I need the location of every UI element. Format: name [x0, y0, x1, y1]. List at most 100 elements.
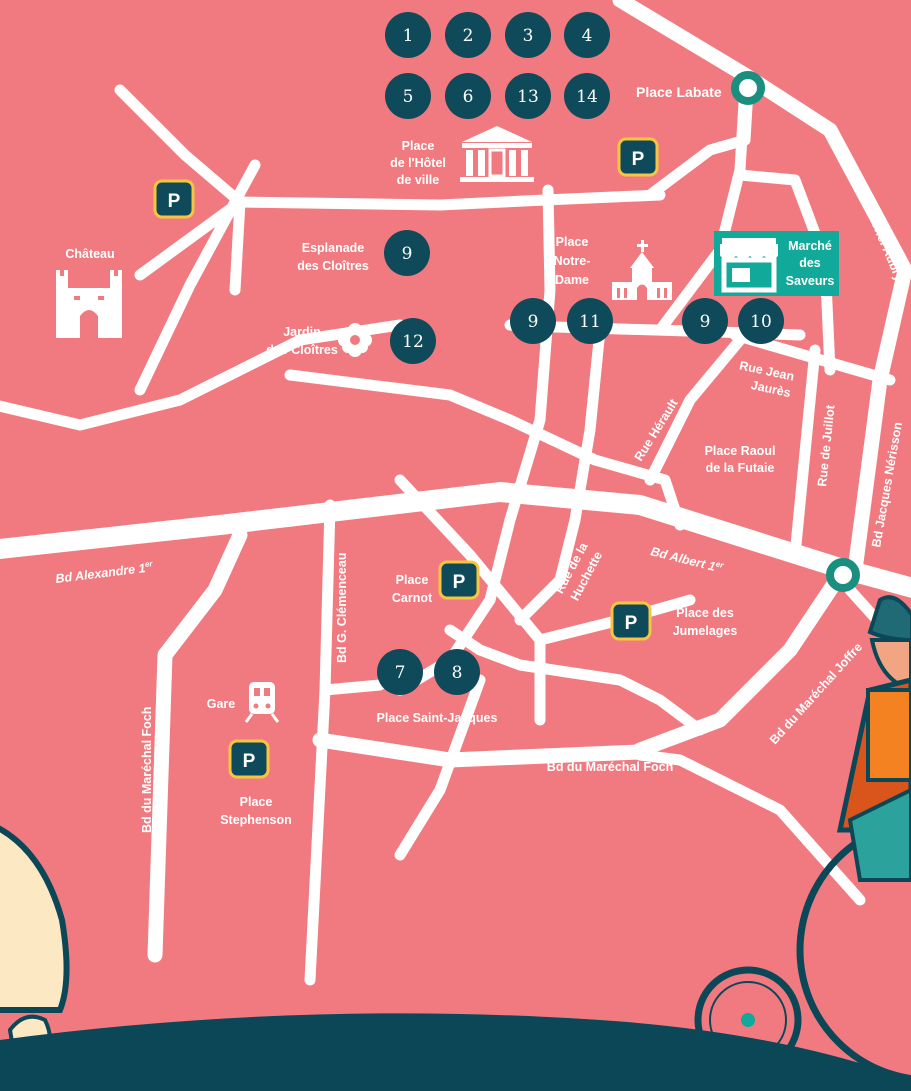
road-juillot: [789, 344, 821, 561]
label-jumelages-line1: Place des: [676, 606, 734, 620]
poi-pin-label-9-esplanade: 9: [402, 244, 413, 264]
road-foch-vertical: [147, 527, 248, 963]
poi-pin-14[interactable]: [564, 73, 610, 119]
castle-icon: [56, 270, 122, 338]
poi-pin-label-11: 11: [579, 312, 601, 332]
label-stephenson-line1: Place: [240, 795, 273, 809]
poi-pin-1[interactable]: [385, 12, 431, 58]
parking-label-jumelages: P: [625, 613, 638, 634]
poi-pin-label-6: 6: [463, 87, 474, 107]
road-south-east: [634, 749, 866, 906]
flower-icon: [338, 323, 372, 357]
pin-grid-hotel-de-ville: 1 2 3 4 5 6 13 14: [385, 12, 610, 119]
label-notre-dame-line1: Place: [556, 235, 589, 249]
parking-label-chateau: P: [168, 191, 181, 212]
label-notre-dame-line3: Dame: [555, 273, 589, 287]
poi-pin-label-7: 7: [395, 663, 406, 683]
street-label-albert-ordinal: er: [715, 559, 725, 570]
poi-pin-label-10: 10: [750, 312, 772, 332]
market-icon: [720, 238, 778, 293]
church-icon: [612, 240, 672, 300]
town-hall-icon: [460, 126, 534, 182]
label-hotel-de-ville-line2: de l'Hôtel: [390, 156, 446, 170]
parking-icon-hotel-de-ville[interactable]: [617, 137, 659, 177]
poi-pin-10[interactable]: [738, 298, 784, 344]
parking-icon-stephenson[interactable]: [228, 739, 270, 779]
label-raoul-line2: de la Futaie: [706, 461, 775, 475]
poi-pin-9-notre-dame[interactable]: [510, 298, 556, 344]
poi-pin-9-esplanade[interactable]: [384, 230, 430, 276]
poi-pin-label-9-marche: 9: [700, 312, 711, 332]
label-esplanade-line1: Esplanade: [302, 241, 365, 255]
poi-pin-2[interactable]: [445, 12, 491, 58]
road-west-diagonal: [134, 159, 261, 396]
poi-pin-13[interactable]: [505, 73, 551, 119]
poi-pin-label-2: 2: [463, 26, 474, 46]
label-hotel-de-ville-line1: Place: [402, 139, 435, 153]
label-gare: Gare: [207, 697, 236, 711]
parking-icon-chateau[interactable]: [153, 179, 195, 219]
poi-pin-3[interactable]: [505, 12, 551, 58]
label-marche-line1: Marché: [788, 239, 832, 253]
poi-pin-label-12: 12: [402, 332, 424, 352]
parking-label-carnot: P: [453, 572, 466, 593]
label-jardin-line1: Jardin: [283, 325, 321, 339]
road-herault: [644, 334, 746, 486]
road-clemenceau-link: [319, 679, 386, 696]
label-raoul-line1: Place Raoul: [705, 444, 776, 458]
poi-pin-9-marche[interactable]: [682, 298, 728, 344]
parking-label-stephenson: P: [243, 751, 256, 772]
parking-icon-jumelages[interactable]: [610, 601, 652, 641]
street-label-alexandre-ordinal: er: [144, 559, 153, 569]
roundabout-icon-labate: [731, 71, 765, 105]
label-stephenson-line2: Stephenson: [220, 813, 292, 827]
label-marche-line3: Saveurs: [786, 274, 835, 288]
cyclist-illustration: [694, 595, 911, 1083]
poi-pin-label-9-notre-dame: 9: [528, 312, 539, 332]
label-jardin-line2: des Cloîtres: [266, 343, 338, 357]
label-chateau: Château: [65, 247, 114, 261]
road-labate-south: [654, 79, 751, 336]
label-esplanade-line2: des Cloîtres: [297, 259, 369, 273]
road-network: [0, 0, 911, 986]
road-chateau: [114, 84, 246, 281]
poi-pin-label-14: 14: [576, 87, 598, 107]
road-jardin: [284, 369, 686, 531]
poi-pin-4[interactable]: [564, 12, 610, 58]
poi-pin-8[interactable]: [434, 649, 480, 695]
label-jumelages-line2: Jumelages: [673, 624, 738, 638]
train-icon: [244, 682, 280, 723]
road-south-diagonal: [394, 674, 486, 861]
label-marche-line2: des: [799, 256, 821, 270]
roundabout-icon-albert: [826, 558, 860, 592]
poi-pin-label-5: 5: [403, 87, 414, 107]
road-west-lower: [0, 319, 406, 431]
poi-pin-11[interactable]: [567, 298, 613, 344]
road-colonel-aubry: [737, 67, 911, 278]
poi-pin-7[interactable]: [377, 649, 423, 695]
road-carnot-diagonal: [394, 474, 546, 726]
poi-pin-label-13: 13: [517, 87, 539, 107]
label-place-labate: Place Labate: [636, 84, 722, 100]
poi-pin-label-3: 3: [523, 26, 534, 46]
label-carnot-line2: Carnot: [392, 591, 433, 605]
parking-icon-carnot[interactable]: [438, 560, 480, 600]
street-label-foch-vertical: Bd du Maréchal Foch: [140, 707, 154, 833]
poi-pin-12[interactable]: [390, 318, 436, 364]
poi-pin-label-4: 4: [582, 26, 593, 46]
road-marche-east: [734, 169, 836, 376]
road-esplanade: [234, 189, 666, 211]
footer-band: [0, 1013, 911, 1091]
poi-pin-6[interactable]: [445, 73, 491, 119]
road-joffre: [632, 567, 848, 758]
road-chateau-south: [229, 196, 246, 296]
road-saint-jacques-east: [444, 624, 706, 736]
road-huchette: [514, 324, 606, 626]
street-label-foch-horizontal: Bd du Maréchal Foch: [547, 760, 673, 774]
label-hotel-de-ville-line3: de ville: [397, 173, 439, 187]
poi-pin-label-1: 1: [403, 26, 414, 46]
poi-pin-5[interactable]: [385, 73, 431, 119]
street-label-clemenceau: Bd G. Clémenceau: [335, 553, 349, 663]
label-notre-dame-line2: Notre-: [554, 254, 591, 268]
